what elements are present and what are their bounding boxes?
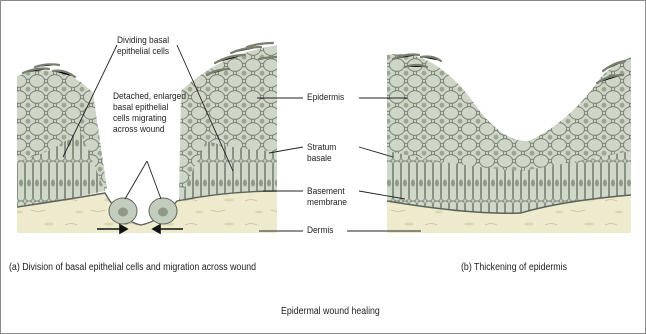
label-dividing-cells: Dividing basal epithelial cells [117, 35, 169, 57]
caption-panel-b: (b) Thickening of epidermis [461, 262, 567, 273]
label-dermis: Dermis [307, 225, 333, 236]
label-stratum-basale: Stratum basale [307, 142, 336, 164]
label-detached-cells: Detached, enlarged basal epithelial cell… [113, 91, 186, 135]
panel-a-tissue [17, 43, 279, 233]
panel-b-tissue [387, 54, 631, 233]
label-basement-membrane: Basement membrane [307, 186, 347, 208]
figure-title: Epidermal wound healing [281, 306, 380, 317]
label-epidermis: Epidermis [307, 92, 344, 103]
caption-panel-a: (a) Division of basal epithelial cells a… [9, 262, 256, 273]
